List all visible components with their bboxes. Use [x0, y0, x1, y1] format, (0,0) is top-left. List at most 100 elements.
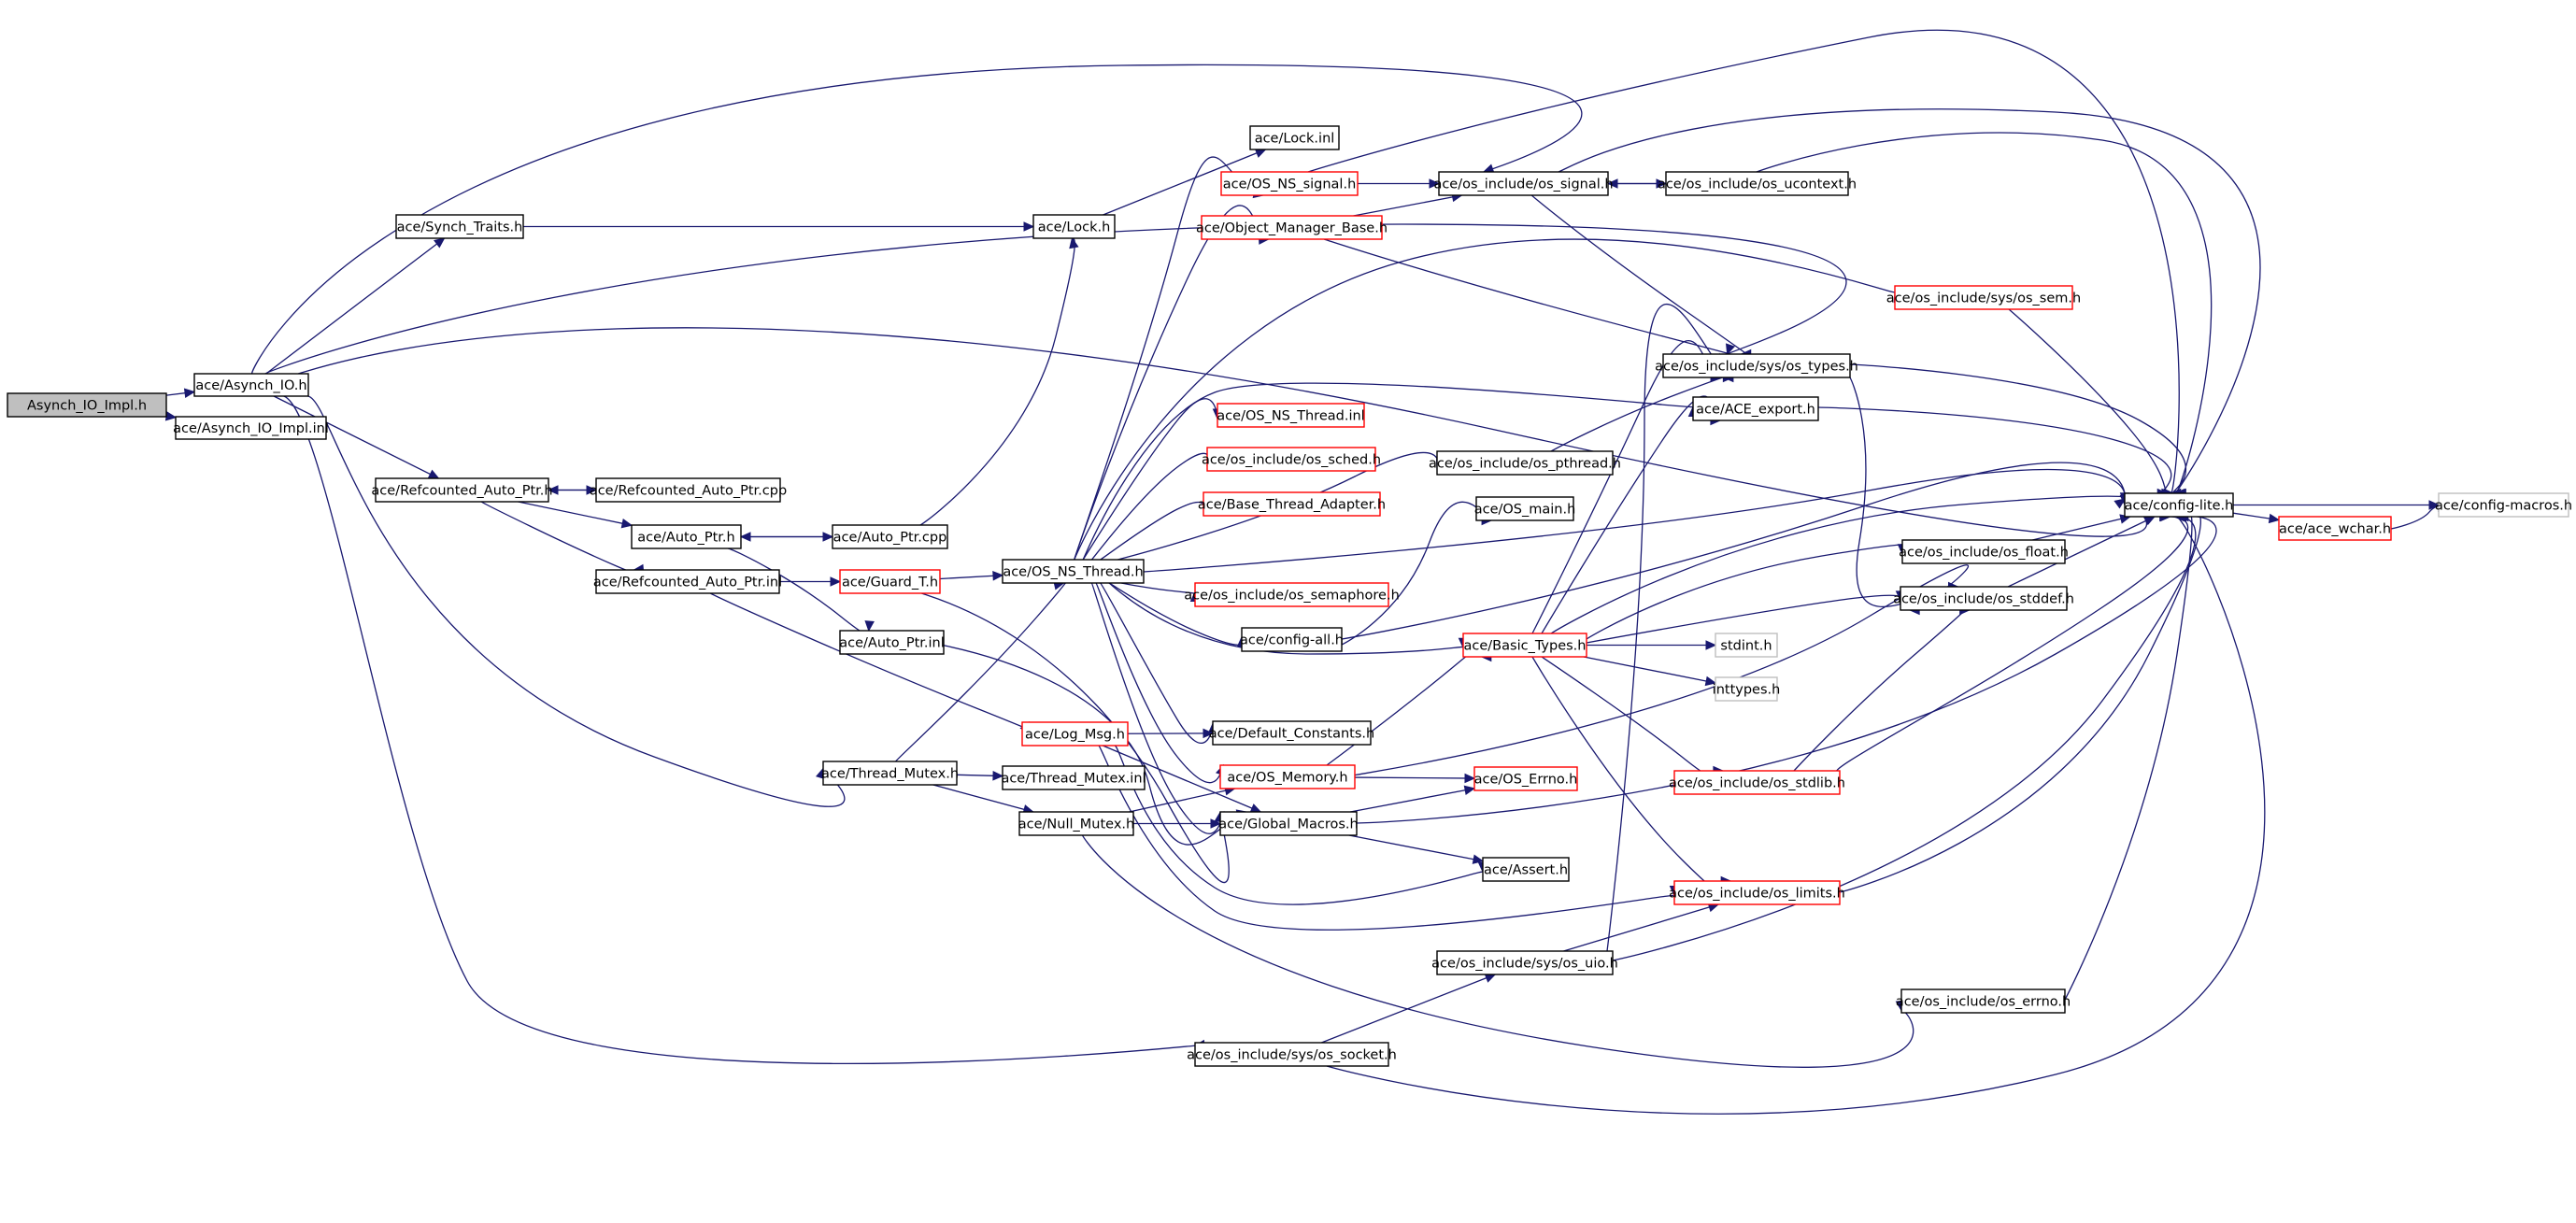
node-box [395, 214, 524, 239]
node-box [1249, 125, 1340, 150]
edge-ace-basic-types-h-to-ace-os-include-os-float-h [1586, 543, 1916, 640]
node-box [1220, 171, 1359, 196]
node-ace-null-mutex-h[interactable]: ace/Null_Mutex.h [1018, 811, 1134, 836]
edge-ace-os-include-os-stdlib-h-to-ace-os-include-os-stddef-h [1793, 608, 1970, 772]
node-inttypes-h[interactable]: inttypes.h [1713, 676, 1781, 702]
node-ace-assert-h[interactable]: ace/Assert.h [1482, 857, 1570, 882]
node-box [1194, 582, 1389, 607]
node-label: ace/Default_Constants.h [1209, 727, 1374, 742]
arrowhead [183, 388, 196, 398]
node-ace-thread-mutex-h[interactable]: ace/Thread_Mutex.h [821, 761, 959, 786]
node-ace-os-include-os-errno-h[interactable]: ace/os_include/os_errno.h [1896, 988, 2071, 1014]
node-ace-os-include-os-signal-h[interactable]: ace/os_include/os_signal.h [1433, 171, 1614, 196]
node-ace-config-lite-h[interactable]: ace/config-lite.h [2124, 492, 2234, 518]
edge-ace-refcounted-auto-ptr-h-to-ace-auto-ptr-h [518, 501, 633, 526]
node-ace-os-ns-signal-h[interactable]: ace/OS_NS_signal.h [1220, 171, 1359, 196]
edge-ace-os-include-sys-os-types-h-to-ace-os-include-os-stddef-h [1849, 377, 1958, 608]
node-ace-os-include-sys-os-uio-h[interactable]: ace/os_include/sys/os_uio.h [1431, 950, 1618, 975]
node-ace-asynch-io-h[interactable]: ace/Asynch_IO.h [193, 373, 309, 397]
node-ace-os-ns-thread-h[interactable]: ace/OS_NS_Thread.h [1002, 559, 1145, 584]
edge-ace-auto-ptr-cpp-to-ace-lock-h [919, 237, 1075, 526]
node-ace-os-include-os-sched-h[interactable]: ace/os_include/os_sched.h [1202, 447, 1381, 472]
node-stdint-h[interactable]: stdint.h [1715, 633, 1778, 658]
arrowhead [2113, 498, 2126, 509]
node-ace-guard-t-h[interactable]: ace/Guard_T.h [839, 569, 941, 594]
node-ace-refcounted-auto-ptr-h[interactable]: ace/Refcounted_Auto_Ptr.h [371, 477, 553, 503]
arrowhead [739, 532, 751, 542]
node-ace-os-ns-thread-inl[interactable]: ace/OS_NS_Thread.inl [1217, 403, 1365, 428]
node-label: ace/Null_Mutex.h [1018, 818, 1134, 832]
node-box [1219, 764, 1356, 789]
edge-ace-os-include-os-errno-h-to-ace-config-lite-h [2064, 509, 2193, 1001]
node-box [595, 569, 780, 594]
node-ace-auto-ptr-cpp[interactable]: ace/Auto_Ptr.cpp [832, 524, 948, 549]
node-ace-log-msg-h[interactable]: ace/Log_Msg.h [1021, 721, 1129, 747]
node-ace-refcounted-auto-ptr-cpp[interactable]: ace/Refcounted_Auto_Ptr.cpp [590, 477, 787, 503]
edge-ace-refcounted-auto-ptr-inl-to-ace-log-msg-h [709, 592, 1058, 743]
node-ace-synch-traits-h[interactable]: ace/Synch_Traits.h [395, 214, 524, 239]
arrowhead [992, 771, 1004, 781]
node-ace-os-include-os-ucontext-h[interactable]: ace/os_include/os_ucontext.h [1658, 171, 1857, 196]
edge-ace-os-ns-thread-h-to-ace-ace-export-h [1082, 382, 1694, 561]
node-box [1473, 766, 1578, 791]
node-label: ace/Object_Manager_Base.h [1196, 221, 1388, 236]
node-ace-os-include-os-pthread-h[interactable]: ace/os_include/os_pthread.h [1429, 450, 1621, 476]
node-box [1002, 559, 1145, 584]
node-ace-os-include-sys-os-types-h[interactable]: ace/os_include/sys/os_types.h [1655, 353, 1858, 378]
edge-ace-basic-types-h-to-ace-os-include-sys-os-types-h [1531, 340, 1721, 634]
arrowhead [830, 576, 842, 587]
node-label: inttypes.h [1713, 683, 1781, 698]
node-box [1900, 586, 2068, 611]
node-box [175, 416, 327, 440]
node-ace-auto-ptr-inl[interactable]: ace/Auto_Ptr.inl [839, 630, 945, 655]
node-ace-os-memory-h[interactable]: ace/OS_Memory.h [1219, 764, 1356, 789]
edge-ace-os-include-os-limits-h-to-ace-config-lite-h [1839, 510, 2201, 893]
node-ace-refcounted-auto-ptr-inl[interactable]: ace/Refcounted_Auto_Ptr.inl [593, 569, 782, 594]
node-ace-config-macros-h[interactable]: ace/config-macros.h [2435, 492, 2572, 518]
node-label: ace/OS_Errno.h [1474, 773, 1578, 788]
node-ace-basic-types-h[interactable]: ace/Basic_Types.h [1462, 633, 1587, 658]
arrowhead [2268, 513, 2281, 524]
node-box [1692, 396, 1819, 421]
edge-ace-os-ns-thread-h-to-ace-global-macros-h [1090, 582, 1225, 834]
edge-ace-object-manager-base-h-to-ace-os-include-os-signal-h [1353, 194, 1462, 217]
edge-ace-os-ns-thread-h-to-ace-base-thread-adapter-h [1100, 501, 1205, 561]
node-ace-os-include-sys-os-socket-h[interactable]: ace/os_include/sys/os_socket.h [1187, 1042, 1397, 1067]
node-ace-ace-wchar-h[interactable]: ace/ace_wchar.h [2278, 516, 2392, 541]
node-label: ace/Base_Thread_Adapter.h [1198, 498, 1386, 513]
node-ace-ace-export-h[interactable]: ace/ACE_export.h [1692, 396, 1819, 421]
node-ace-global-macros-h[interactable]: ace/Global_Macros.h [1218, 811, 1359, 836]
node-ace-base-thread-adapter-h[interactable]: ace/Base_Thread_Adapter.h [1198, 491, 1386, 517]
node-ace-os-include-os-limits-h[interactable]: ace/os_include/os_limits.h [1669, 880, 1845, 905]
node-ace-default-constants-h[interactable]: ace/Default_Constants.h [1209, 720, 1374, 746]
node-ace-asynch-io-impl-inl[interactable]: ace/Asynch_IO_Impl.inl [173, 416, 329, 440]
node-ace-lock-inl[interactable]: ace/Lock.inl [1249, 125, 1340, 150]
node-label: ace/os_include/os_float.h [1899, 546, 2069, 561]
node-box [2278, 516, 2392, 541]
node-label: ace/Auto_Ptr.inl [839, 636, 945, 651]
node-box [1021, 721, 1129, 747]
node-label: ace/Thread_Mutex.h [821, 767, 959, 782]
node-ace-config-all-h[interactable]: ace/config-all.h [1240, 627, 1344, 652]
node-ace-os-include-os-stddef-h[interactable]: ace/os_include/os_stddef.h [1893, 586, 2074, 611]
node-layer: Asynch_IO_Impl.hace/Asynch_IO.hace/Async… [7, 125, 2572, 1067]
edge-ace-null-mutex-h-to-ace-os-memory-h [1129, 788, 1235, 813]
node-ace-os-include-os-semaphore-h[interactable]: ace/os_include/os_semaphore.h [1184, 582, 1400, 607]
node-ace-lock-h[interactable]: ace/Lock.h [1032, 214, 1116, 239]
edge-ace-os-ns-signal-h-to-ace-config-lite-h [1307, 29, 2180, 494]
node-ace-os-include-os-stdlib-h[interactable]: ace/os_include/os_stdlib.h [1669, 770, 1845, 795]
node-label: ace/Refcounted_Auto_Ptr.cpp [590, 484, 787, 499]
edge-ace-os-include-os-signal-h-to-ace-config-lite-h [1558, 108, 2261, 494]
node-ace-object-manager-base-h[interactable]: ace/Object_Manager_Base.h [1196, 215, 1388, 240]
arrowhead [1463, 785, 1476, 796]
node-ace-os-include-os-float-h[interactable]: ace/os_include/os_float.h [1899, 539, 2069, 564]
node-ace-thread-mutex-inl[interactable]: ace/Thread_Mutex.inl [1001, 765, 1146, 790]
node-box [1475, 496, 1574, 521]
node-ace-os-include-sys-os-sem-h[interactable]: ace/os_include/sys/os_sem.h [1886, 285, 2081, 310]
node-ace-os-main-h[interactable]: ace/OS_main.h [1474, 496, 1576, 521]
node-box [193, 373, 309, 397]
node-ace-auto-ptr-h[interactable]: ace/Auto_Ptr.h [631, 524, 742, 549]
node-ace-os-errno-h[interactable]: ace/OS_Errno.h [1473, 766, 1578, 791]
edge-ace-asynch-io-h-to-ace-os-include-sys-os-socket-h [283, 395, 1200, 1065]
edge-ace-config-all-h-to-ace-config-lite-h [1341, 462, 2127, 640]
